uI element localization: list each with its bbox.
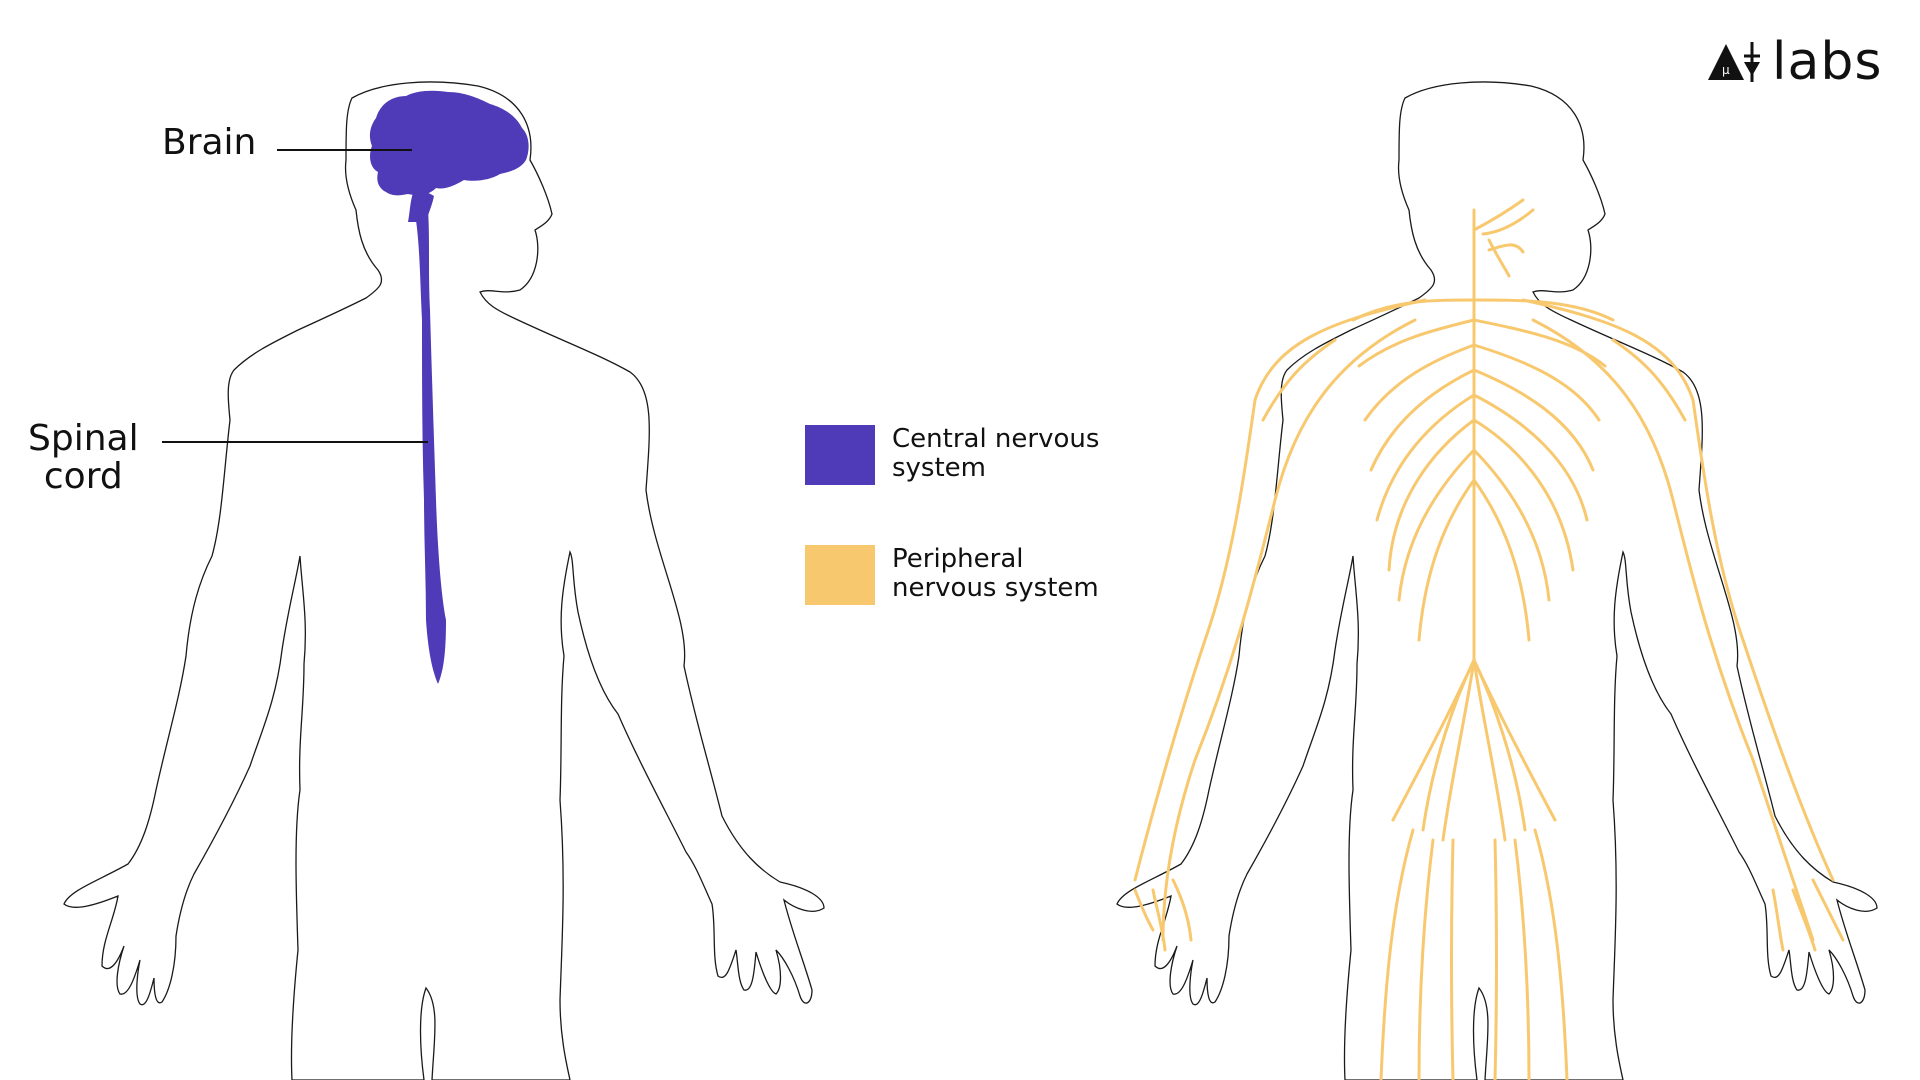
nerve-arm-left-1	[1133, 298, 1427, 882]
nerve-leg-right-1	[1533, 828, 1569, 1080]
spinal-cord-label: Spinal cord	[28, 418, 139, 497]
nerve-rib-left-4	[1369, 368, 1476, 472]
nerve-rib-right-1	[1472, 298, 1615, 322]
nerve-leg-left-3	[1450, 838, 1455, 1080]
right-body-outline	[1116, 81, 1878, 1080]
legend-swatch-central	[805, 425, 875, 485]
nerve-arm-right-3	[1611, 338, 1687, 422]
nerve-leg-right-3	[1493, 838, 1498, 1080]
nerve-hand-right-3	[1771, 888, 1785, 952]
nerve-pelvis-5	[1391, 658, 1476, 822]
legend-peripheral-label: Peripheral nervous system	[892, 544, 1099, 603]
nerve-rib-left-5	[1375, 393, 1476, 522]
nerve-hand-left-2	[1151, 888, 1167, 952]
ai-labs-logo-icon: μ	[1708, 42, 1760, 82]
nerve-arm-left-2	[1161, 318, 1417, 942]
nerve-hand-right-2	[1791, 888, 1817, 952]
legend-swatch-peripheral	[805, 545, 875, 605]
nerve-rib-left-6	[1387, 418, 1476, 572]
nerve-arm-right-1	[1521, 298, 1835, 882]
nerve-face-2	[1481, 208, 1535, 236]
nerve-rib-right-3	[1472, 343, 1601, 422]
nerve-hand-right-1	[1811, 878, 1845, 942]
nerve-rib-right-4	[1472, 368, 1595, 472]
nerve-leg-left-2	[1417, 838, 1435, 1080]
svg-text:μ: μ	[1722, 63, 1730, 77]
nerve-rib-right-6	[1472, 418, 1575, 572]
nerve-rib-left-8	[1417, 478, 1476, 642]
nerve-pelvis-3	[1441, 658, 1476, 842]
legend-central-label: Central nervous system	[892, 424, 1100, 483]
left-body	[63, 81, 825, 1080]
brand-logo: μ labs	[1708, 32, 1890, 92]
nerve-hand-left-3	[1133, 888, 1155, 932]
spinal-cord-shape	[413, 196, 446, 684]
nerve-pelvis-6	[1472, 658, 1557, 822]
nerve-leg-right-2	[1513, 838, 1531, 1080]
right-body	[1116, 81, 1878, 1080]
nerve-rib-right-2	[1472, 318, 1607, 368]
logo-text: labs	[1772, 32, 1883, 92]
nerve-rib-right-8	[1472, 478, 1531, 642]
nerve-rib-left-3	[1363, 343, 1476, 422]
peripheral-nerves	[1133, 198, 1845, 1080]
brain-shape	[369, 90, 529, 196]
nerve-face-4	[1487, 238, 1511, 278]
brain-label: Brain	[162, 122, 257, 163]
nerve-rib-right-7	[1472, 448, 1551, 602]
nerve-rib-left-2	[1357, 318, 1476, 368]
nerve-arm-right-2	[1531, 318, 1815, 942]
left-body-outline	[63, 81, 825, 1080]
nerve-rib-right-5	[1472, 393, 1589, 522]
nerve-arm-left-3	[1261, 338, 1337, 422]
nerve-pelvis-4	[1472, 658, 1507, 842]
nerve-rib-left-7	[1397, 448, 1476, 602]
nerve-hand-left-1	[1171, 878, 1193, 942]
nerve-leg-left-1	[1379, 828, 1415, 1080]
nerve-face-1	[1472, 198, 1525, 232]
